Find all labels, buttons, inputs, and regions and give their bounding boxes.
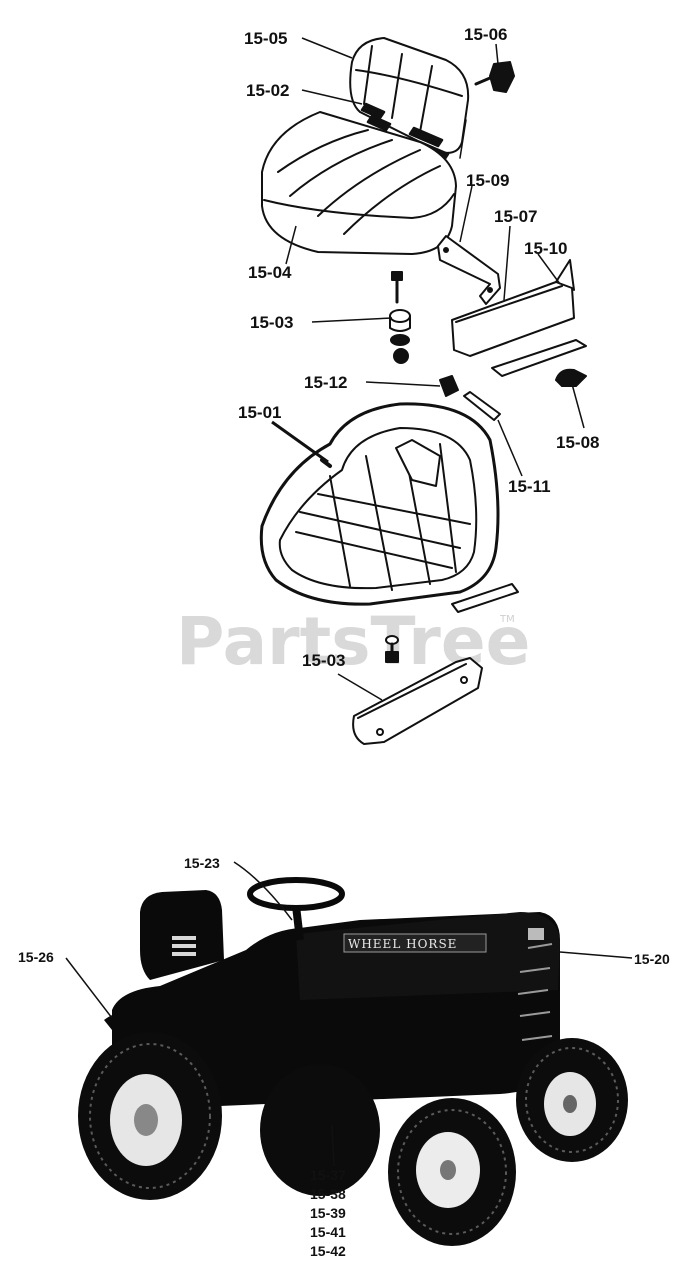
lower-labels: 15-23 15-26 15-20 15-37 15-38 15-39 15-4… <box>18 855 670 1259</box>
clip-part <box>555 368 587 387</box>
label-15-11: 15-11 <box>508 477 551 496</box>
bushing-part <box>439 375 459 397</box>
bolt-stack-lower <box>385 635 399 663</box>
leader-lines-upper <box>271 37 585 701</box>
label-15-12: 15-12 <box>304 373 347 392</box>
label-15-23: 15-23 <box>184 855 220 871</box>
label-15-38: 15-38 <box>310 1186 346 1202</box>
upper-labels: 15-05 15-06 15-02 15-09 15-07 15-10 15-0… <box>238 25 599 670</box>
label-15-07: 15-07 <box>494 207 537 226</box>
label-15-03-lower: 15-03 <box>302 651 345 670</box>
label-15-20: 15-20 <box>634 951 670 967</box>
label-15-03-upper: 15-03 <box>250 313 293 332</box>
pin-part <box>463 391 501 421</box>
label-15-42: 15-42 <box>310 1243 346 1259</box>
label-15-26: 15-26 <box>18 949 54 965</box>
label-15-01: 15-01 <box>238 403 281 422</box>
knob-part <box>474 61 515 93</box>
tray-part <box>451 259 575 357</box>
backrest-part <box>349 37 470 154</box>
label-15-04: 15-04 <box>248 263 292 282</box>
label-15-09: 15-09 <box>466 171 509 190</box>
label-15-05: 15-05 <box>244 29 287 48</box>
bracket-part <box>437 235 501 305</box>
label-15-02: 15-02 <box>246 81 289 100</box>
tray-strip-part <box>491 339 587 377</box>
seat-pan-part <box>259 402 500 606</box>
leader-lines-lower <box>65 861 633 1167</box>
seat-cushion-part <box>261 111 467 255</box>
pad-part <box>451 583 519 613</box>
watermark-tm: TM <box>499 614 515 625</box>
lower-bracket-part <box>352 657 483 745</box>
bolt-stack-upper <box>389 271 411 364</box>
label-15-10: 15-10 <box>524 239 567 258</box>
label-15-06: 15-06 <box>464 25 507 44</box>
label-15-37: 15-37 <box>310 1167 346 1183</box>
label-15-39: 15-39 <box>310 1205 346 1221</box>
label-15-08: 15-08 <box>556 433 599 452</box>
tractor-photo: WHEEL HORSE <box>78 877 628 1246</box>
label-15-41: 15-41 <box>310 1224 346 1240</box>
seat-assembly <box>259 37 587 745</box>
tractor-brand-plate: WHEEL HORSE <box>348 937 457 951</box>
